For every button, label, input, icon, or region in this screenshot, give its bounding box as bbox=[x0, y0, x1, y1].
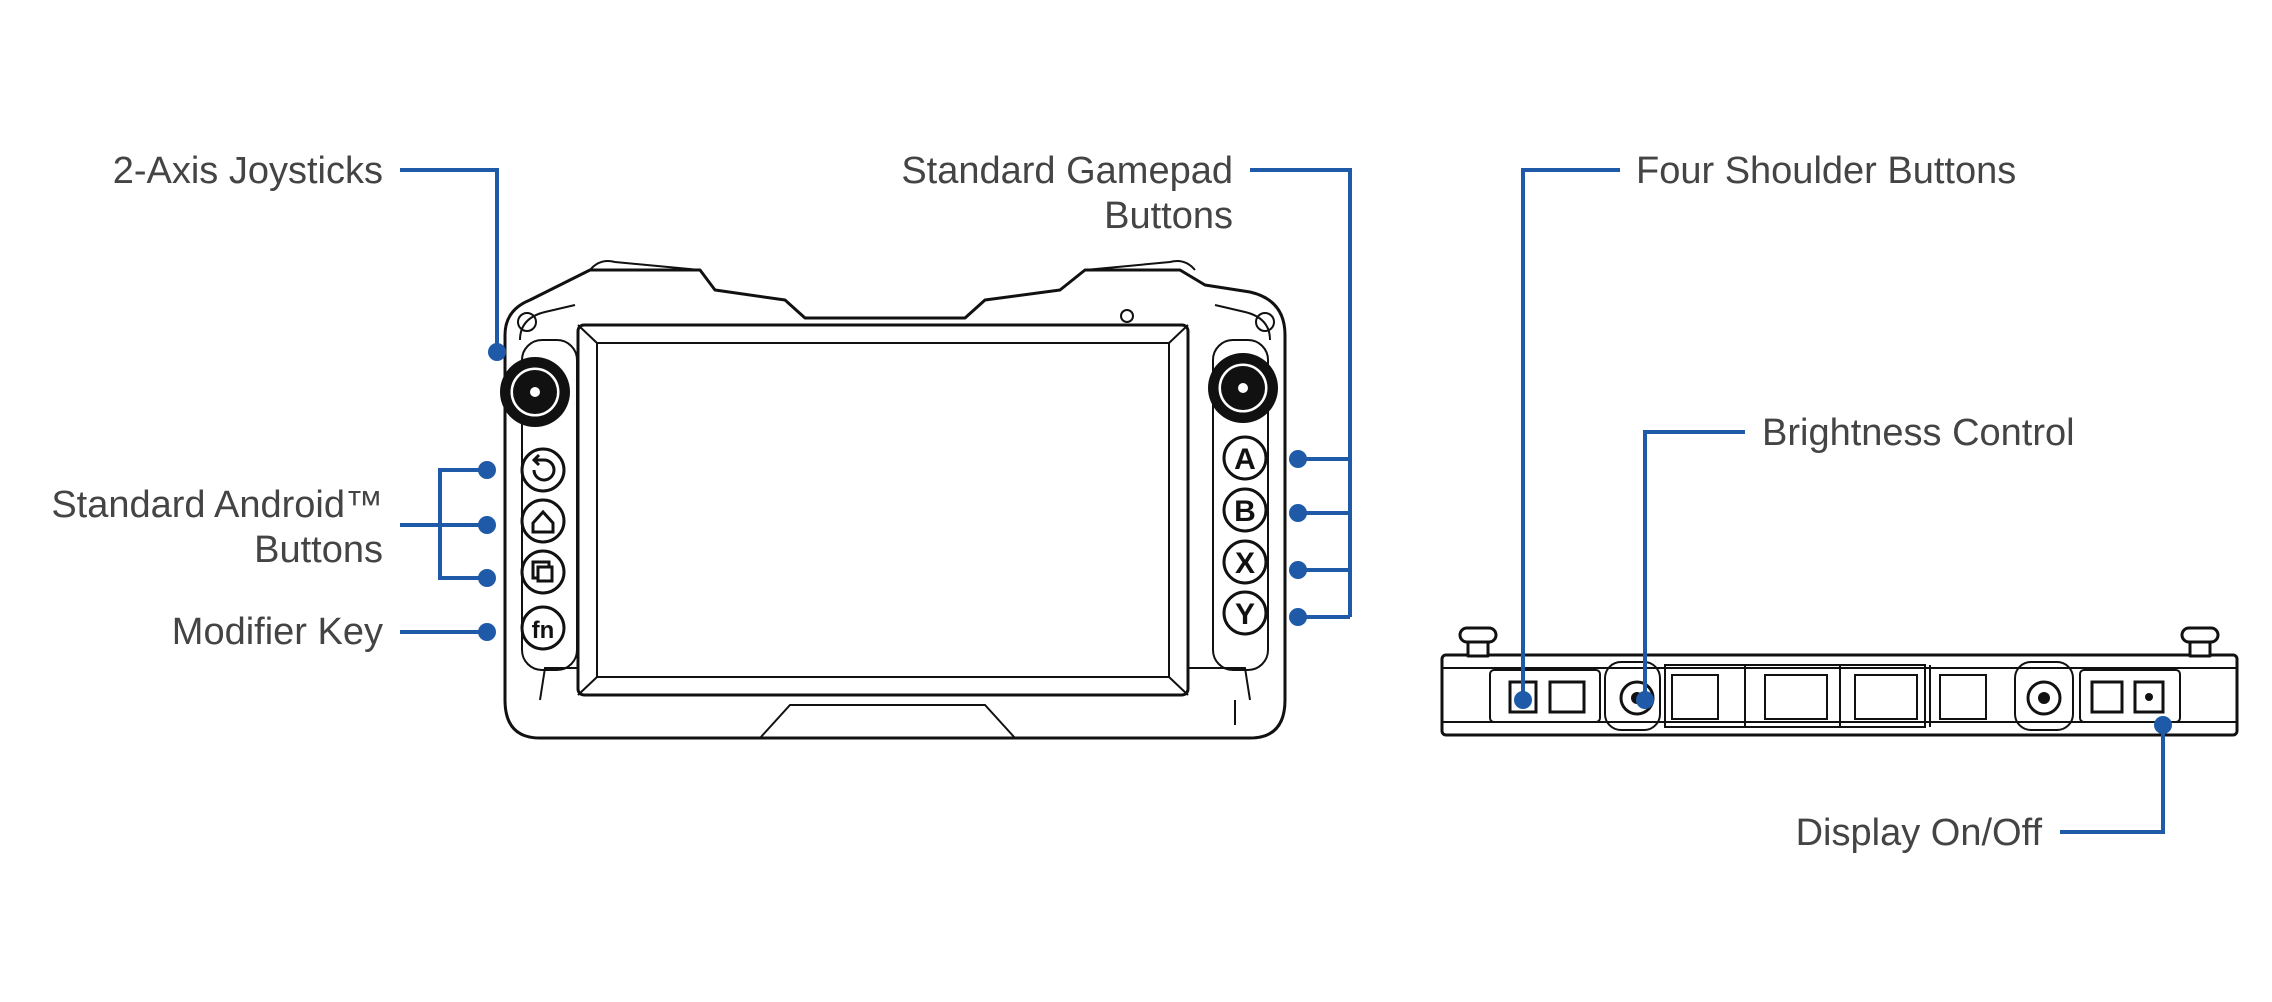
gamepad-button-b[interactable]: B bbox=[1222, 487, 1268, 533]
gamepad-button-b-label: B bbox=[1234, 495, 1256, 528]
modifier-key-glyph: fn bbox=[532, 617, 555, 644]
gamepad-button-x-label: X bbox=[1235, 547, 1255, 580]
labels: 2-Axis Joysticks Standard Android™ Butto… bbox=[51, 150, 2074, 854]
label-shoulder: Four Shoulder Buttons bbox=[1636, 150, 2016, 192]
back-icon bbox=[531, 453, 556, 482]
label-modifier: Modifier Key bbox=[172, 611, 383, 653]
back-button[interactable] bbox=[520, 447, 566, 493]
right-grip bbox=[1212, 339, 1269, 671]
modifier-key-button[interactable]: fn bbox=[520, 605, 566, 651]
right-shoulder-nub bbox=[2180, 626, 2220, 658]
front-view-device: fn A B X Y bbox=[500, 260, 1287, 740]
label-android-line2: Buttons bbox=[254, 529, 383, 571]
label-gamepad-line1: Standard Gamepad bbox=[901, 150, 1233, 192]
label-gamepad-line2: Buttons bbox=[1104, 195, 1233, 237]
gamepad-button-y[interactable]: Y bbox=[1222, 590, 1268, 636]
gamepad-button-a-label: A bbox=[1234, 443, 1256, 476]
home-icon bbox=[531, 509, 555, 534]
gamepad-button-a[interactable]: A bbox=[1222, 435, 1268, 481]
gamepad-button-x[interactable]: X bbox=[1222, 539, 1268, 585]
gamepad-button-y-label: Y bbox=[1235, 598, 1255, 631]
display-inner bbox=[596, 342, 1170, 678]
label-display: Display On/Off bbox=[1796, 812, 2043, 854]
shoulder-button-3[interactable] bbox=[2090, 680, 2124, 714]
recent-apps-button[interactable] bbox=[520, 549, 566, 595]
left-joystick-icon bbox=[500, 357, 570, 427]
label-android-line1: Standard Android™ bbox=[51, 484, 383, 526]
display-screen bbox=[576, 323, 1190, 697]
right-joystick-icon bbox=[1208, 353, 1278, 423]
shoulder-button-2[interactable] bbox=[1548, 680, 1586, 714]
leader-lines bbox=[400, 168, 2172, 834]
label-brightness: Brightness Control bbox=[1762, 412, 2075, 454]
home-button[interactable] bbox=[520, 498, 566, 544]
top-edge-view-device bbox=[1440, 626, 2239, 737]
left-shoulder-nub bbox=[1458, 626, 1498, 658]
recent-apps-icon bbox=[531, 560, 554, 583]
label-joysticks: 2-Axis Joysticks bbox=[113, 150, 383, 192]
